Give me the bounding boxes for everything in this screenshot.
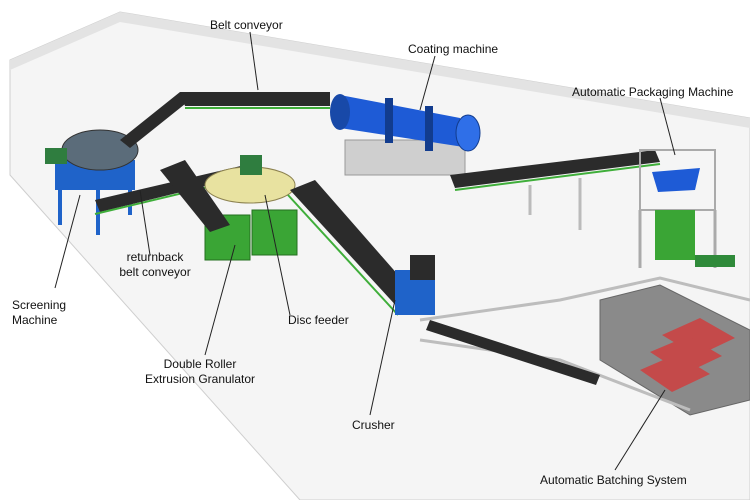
label-batching-system: Automatic Batching System [540,473,687,487]
railing-lower [419,338,691,412]
label-screening-line2: Machine [12,313,58,327]
batching-hopper-1 [662,318,735,356]
label-screening-line1: Screening [12,298,67,312]
label-belt-conveyor: Belt conveyor [210,18,283,32]
upper-belt-1 [120,92,190,148]
leader-lines [54,31,676,471]
crusher-unit [395,255,435,315]
label-screening-machine: Screening Machine [12,298,66,328]
label-returnback-line2: belt conveyor [119,265,191,279]
label-granulator-line2: Extrusion Granulator [144,372,256,386]
batching-hopper-3 [640,354,710,392]
label-crusher: Crusher [352,418,395,432]
label-disc-feeder: Disc feeder [288,313,349,327]
upper-belt-2 [180,92,330,106]
label-packaging-machine: Automatic Packaging Machine [572,85,734,99]
batching-hopper-2 [650,336,722,374]
label-returnback-line1: returnback [126,250,184,264]
batching-belt [426,320,600,385]
main-belt [290,180,420,310]
coating-drum [330,94,481,152]
label-coating-machine: Coating machine [408,42,499,56]
packaging-machine [638,149,735,268]
label-granulator-line1: Double Roller [163,357,237,371]
granulator-belt [160,160,230,232]
coating-base [344,139,466,176]
packaging-belt [450,150,660,188]
label-granulator: Double Roller Extrusion Granulator [130,357,270,387]
railing [419,276,750,322]
screening-motor [45,148,67,164]
label-returnback-conveyor: returnback belt conveyor [110,250,200,280]
